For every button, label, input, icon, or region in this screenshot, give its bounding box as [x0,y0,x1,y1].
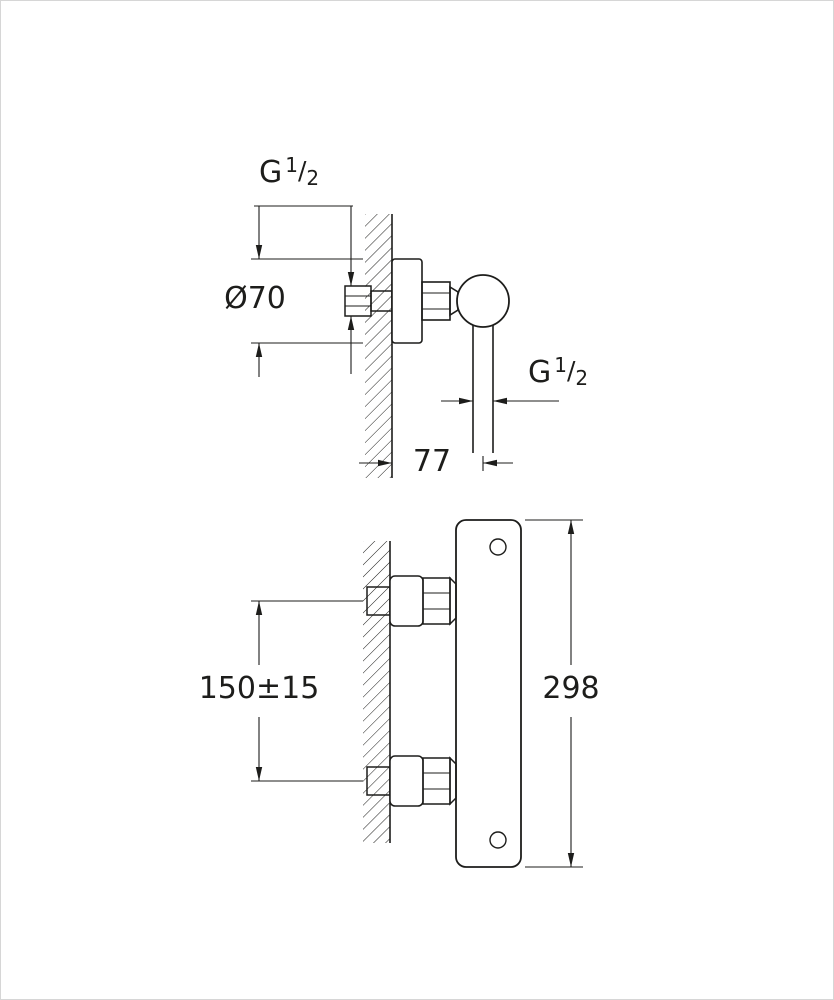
thread-designation: G [528,355,552,390]
escutcheon-side-view [391,258,423,344]
wall-union-side-view [344,285,393,317]
dim-body-height [525,519,583,868]
thread-designation: G [259,155,283,190]
dim-inlet-spacing [251,600,363,782]
shower-outlet-pipe [472,325,494,453]
dim-label-body-height: 298 [542,671,600,706]
dim-top-thread [254,205,355,374]
dim-label-inlet-spacing: 150±15 [198,671,320,706]
wall-section-side-view [365,214,393,478]
dim-escutcheon-diameter [251,206,363,377]
inlet-union-bottom [366,755,457,807]
thermostat-valve-side-view [421,274,510,328]
mixer-body-front-view [455,519,522,868]
inlet-union-top [366,575,457,627]
dim-label-escutcheon-diameter: Ø70 [224,281,286,316]
dim-wall-to-outlet [359,456,513,471]
dim-label-wall-to-outlet: 77 [412,444,452,479]
